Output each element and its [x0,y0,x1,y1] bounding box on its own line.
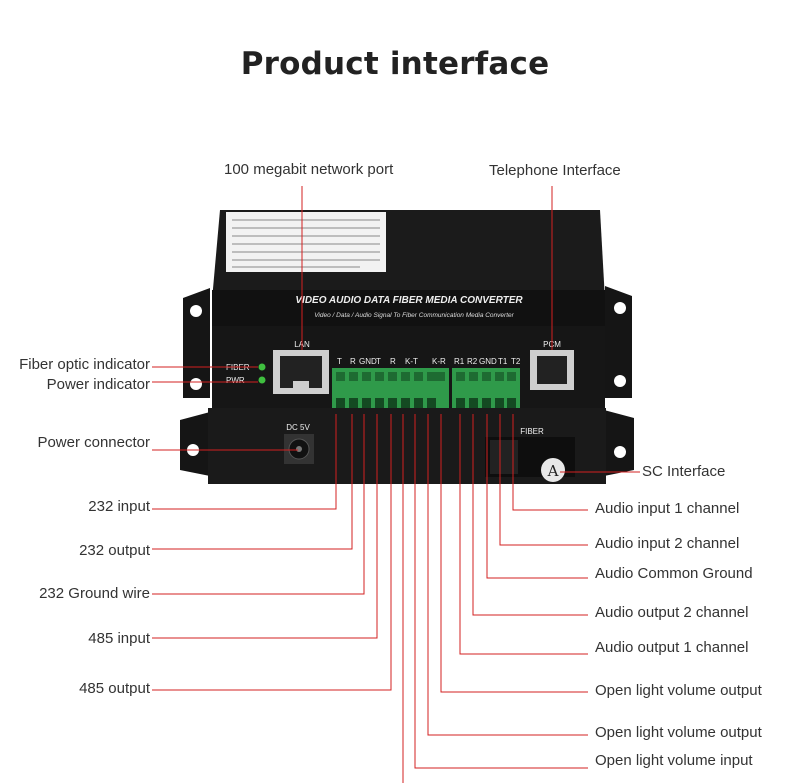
terminal-label: R2 [467,357,478,366]
left-ear-hole-top [190,305,202,317]
terminal-label: R1 [454,357,465,366]
terminal-screws-right [456,372,516,381]
right-lower-ear [604,410,634,476]
fiber-port-label: FIBER [520,427,544,436]
terminal-labels-left: T R GND T R K-T K-R [337,357,446,366]
device-banner: VIDEO AUDIO DATA FIBER MEDIA CONVERTER [295,295,523,306]
terminal-label: T [337,357,342,366]
leader-485-output [152,414,392,691]
terminal-screws-left [336,372,445,381]
label-audio-gnd: Audio Common Ground [595,565,753,582]
leader-audio-gnd [486,414,588,579]
leader-485-input [152,414,378,639]
label-light-in: Open light volume input [595,752,753,769]
leader-audio-out-2 [472,414,588,616]
leader-audio-in-1 [512,414,588,511]
terminal-label: T2 [511,357,521,366]
label-485-input: 485 input [88,630,150,647]
terminal-labels-right: R1 R2 GND T1 T2 [454,357,521,366]
lid-sticker [226,212,386,272]
label-sc-interface: SC Interface [642,463,726,480]
right-ear-hole-top [614,302,626,314]
label-power-connector: Power connector [37,434,150,451]
label-telephone: Telephone Interface [489,162,621,179]
terminal-label: T1 [498,357,508,366]
left-ear-hole-bottom [190,378,202,390]
terminal-label: T [376,357,381,366]
terminal-label: R [350,357,356,366]
label-audio-in-1: Audio input 1 channel [595,500,740,517]
label-232-output: 232 output [79,542,150,559]
leader-audio-out-1 [459,414,588,655]
fiber-led [258,363,266,371]
right-mounting-ear [605,286,632,398]
right-lower-hole [614,446,626,458]
left-mounting-ear [183,288,210,398]
leader-232-output [152,414,353,550]
pwr-led [258,376,266,384]
terminal-label: GND [479,357,497,366]
label-232-input: 232 input [88,498,150,515]
label-network-port: 100 megabit network port [224,161,394,178]
leader-232-input [152,414,337,510]
label-power-indicator: Power indicator [46,376,150,393]
leader-light-in [414,414,588,769]
leader-232-ground [152,414,365,595]
left-lower-ear [180,412,210,476]
dc-label: DC 5V [286,423,310,432]
terminal-label: R [390,357,396,366]
pcm-port-socket [537,356,567,384]
label-light-out-2: Open light volume output [595,724,762,741]
label-audio-out-1: Audio output 1 channel [595,639,749,656]
terminal-label: K-T [405,357,418,366]
page-title: Product interface [240,46,550,82]
device-subtitle: Video / Data / Audio Signal To Fiber Com… [314,312,514,319]
terminal-sockets-left [336,398,436,410]
label-audio-in-2: Audio input 2 channel [595,535,740,552]
label-232-ground: 232 Ground wire [39,585,150,602]
leader-light-out-1 [440,414,588,693]
leader-light-out-2 [427,414,588,736]
right-ear-hole-bottom [614,375,626,387]
leader-audio-in-2 [499,414,588,546]
led-pwr-label: PWR [226,376,245,385]
label-fiber-indicator: Fiber optic indicator [19,356,150,373]
terminal-label: GND [359,357,377,366]
sc-marker: A [547,462,559,480]
sc-connector [541,458,565,482]
label-audio-out-2: Audio output 2 channel [595,604,749,621]
label-light-out-1: Open light volume output [595,682,762,699]
lan-port-tab [293,381,309,388]
terminal-label: K-R [432,357,446,366]
terminal-sockets-right [456,398,516,410]
label-485-output: 485 output [79,680,150,697]
banner-strip [212,290,605,326]
